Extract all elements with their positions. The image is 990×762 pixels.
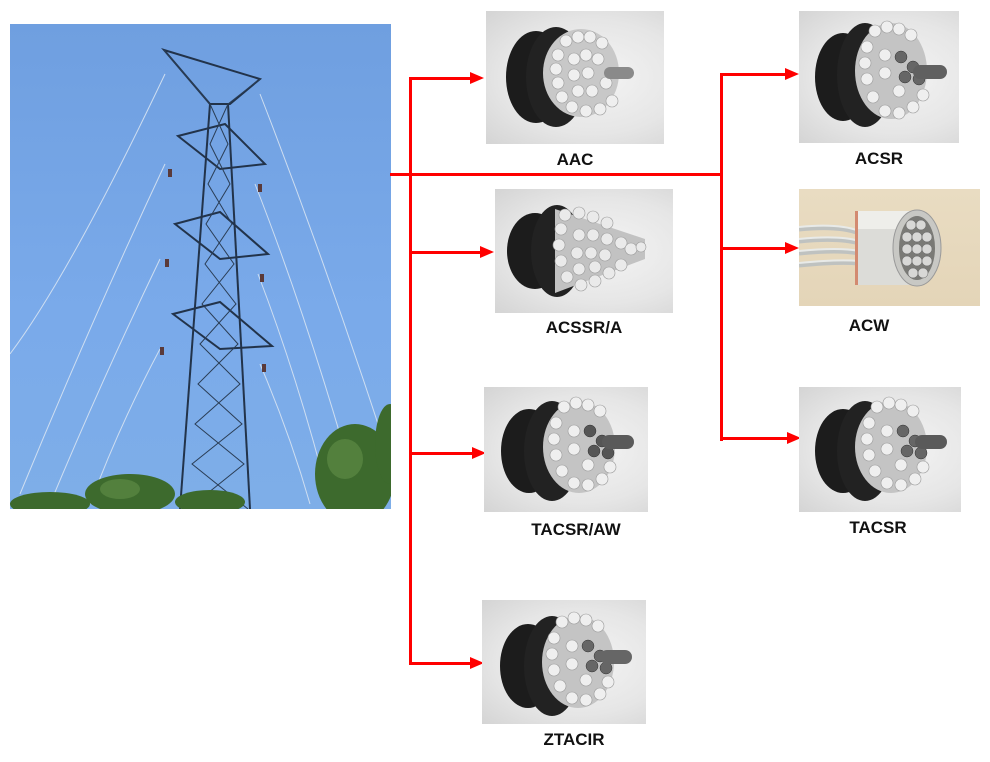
- acw-cable-photo: [799, 189, 980, 306]
- product-ztacir: ZTACIR: [482, 600, 662, 760]
- arrow-line-tacsr-aw: [410, 452, 474, 455]
- arrowhead-ztacir-icon: [470, 657, 484, 669]
- arrowhead-tacsr-aw-icon: [472, 447, 486, 459]
- arrow-line-aac: [410, 77, 472, 80]
- right-trunk-line: [720, 73, 723, 441]
- product-label-tacsr-aw: TACSR/AW: [531, 520, 621, 539]
- acsr-cable-photo: [799, 11, 959, 143]
- ztacir-cable-photo: [482, 600, 646, 724]
- product-acssr-a: ACSSR/A: [495, 189, 673, 349]
- product-label-aac: AAC: [556, 150, 594, 169]
- product-aac: AAC: [486, 11, 664, 171]
- arrowhead-acssr-a-icon: [480, 246, 494, 258]
- product-label-tacsr: TACSR: [849, 518, 907, 537]
- product-tacsr: TACSR: [799, 387, 969, 547]
- arrow-line-acssr-a: [410, 251, 482, 254]
- tacsr-cable-photo: [799, 387, 961, 512]
- arrow-line-acsr: [721, 73, 787, 76]
- tower-illustration: [10, 48, 391, 509]
- acssr-a-cable-photo: [495, 189, 673, 313]
- arrow-line-ztacir: [410, 662, 472, 665]
- product-acsr: ACSR: [799, 11, 959, 171]
- product-label-acw: ACW: [848, 316, 890, 335]
- product-label-acsr: ACSR: [854, 149, 904, 168]
- arrowhead-acw-icon: [785, 242, 799, 254]
- arrow-line-tacsr: [721, 437, 789, 440]
- aac-cable-photo: [486, 11, 664, 144]
- product-label-ztacir: ZTACIR: [543, 730, 605, 749]
- arrowhead-acsr-icon: [785, 68, 799, 80]
- product-tacsr-aw: TACSR/AW: [484, 387, 664, 547]
- tacsr-aw-cable-photo: [484, 387, 648, 512]
- product-label-acssr-a: ACSSR/A: [545, 318, 623, 337]
- transmission-tower-photo: [10, 24, 391, 509]
- left-trunk-line: [409, 77, 412, 665]
- arrow-line-acw: [721, 247, 787, 250]
- main-connector-line: [390, 173, 723, 176]
- arrowhead-tacsr-icon: [787, 432, 801, 444]
- arrowhead-aac-icon: [470, 72, 484, 84]
- product-acw: ACW: [799, 189, 980, 349]
